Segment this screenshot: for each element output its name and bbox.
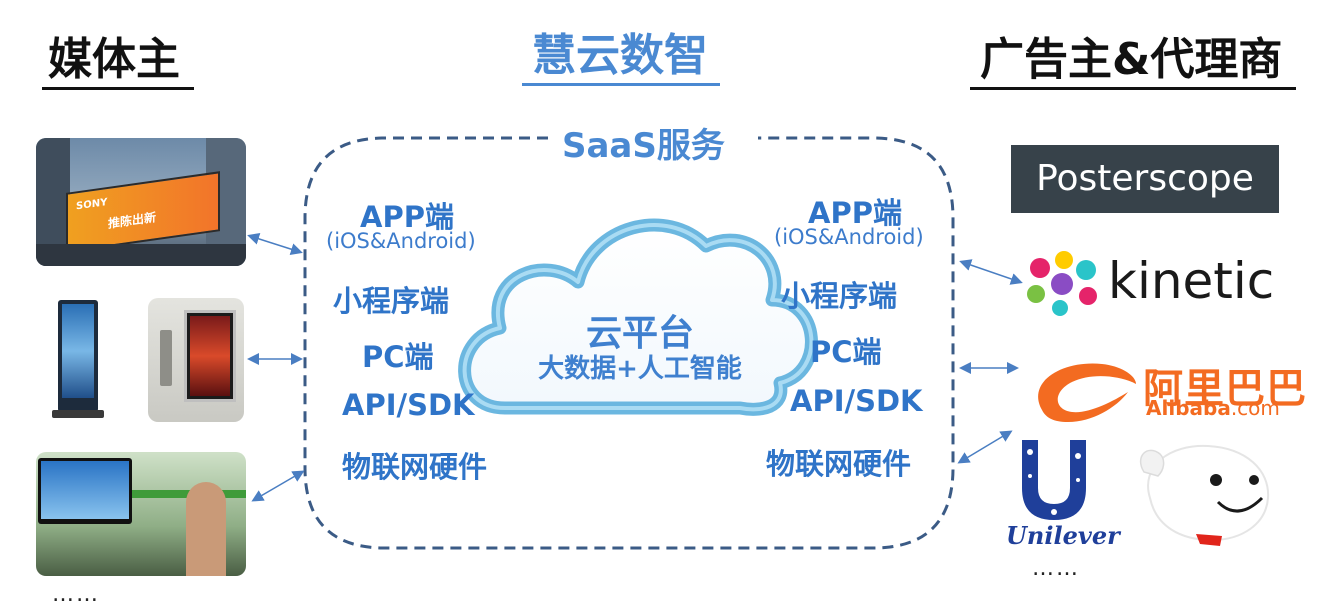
heading-underline <box>42 87 194 90</box>
kinetic-logo-icon <box>1027 251 1097 316</box>
arrow-left-1 <box>247 233 303 255</box>
media-owner-label: 媒体主 <box>48 34 180 85</box>
service-app-right: APP端 <box>808 196 902 230</box>
service-api-left: API/SDK <box>342 388 475 422</box>
bus-screen-photo <box>36 452 246 576</box>
billboard-brand: SONY <box>76 197 108 213</box>
kiosk-base <box>52 410 104 418</box>
media-owner-heading: 媒体主 <box>42 38 194 90</box>
street-level <box>36 244 246 266</box>
service-app-platforms-right: (iOS&Android) <box>774 225 924 249</box>
service-miniprogram-right: 小程序端 <box>781 279 898 313</box>
kinetic-logo-text: kinetic <box>1108 252 1275 310</box>
alibaba-name: Alibaba <box>1146 396 1231 420</box>
cloud-platform-title: 云平台 <box>585 313 694 354</box>
service-miniprogram-left: 小程序端 <box>333 284 450 318</box>
elevator-buttons <box>160 330 172 386</box>
kiosk-screen <box>62 304 94 398</box>
saas-title: SaaS服务 <box>562 126 725 166</box>
elevator-screen-photo <box>148 298 244 422</box>
kiosk-photo <box>40 298 114 422</box>
service-api-right: API/SDK <box>790 384 923 418</box>
service-pc-left: PC端 <box>362 340 434 374</box>
service-pc-right: PC端 <box>810 335 882 369</box>
kiosk-body <box>58 300 98 412</box>
alibaba-logo-icon <box>1038 363 1136 422</box>
elevator-ad <box>190 316 230 396</box>
advertiser-label: 广告主&代理商 <box>980 34 1283 85</box>
media-more: …… <box>52 582 100 607</box>
arrow-right-1 <box>959 259 1023 285</box>
bus-tv-screen <box>41 461 129 519</box>
elevator-display <box>184 310 236 402</box>
heading-underline <box>970 87 1297 90</box>
billboard-photo: SONY 推陈出新 <box>36 138 246 266</box>
arrow-left-3 <box>251 470 305 502</box>
arrow-right-3 <box>957 430 1013 464</box>
alibaba-logo-english: Alibaba.com <box>1146 396 1280 420</box>
posterscope-logo: Posterscope <box>1011 145 1279 213</box>
advertiser-heading: 广告主&代理商 <box>970 38 1297 90</box>
alibaba-logo-chinese: 阿里巴巴 <box>1143 366 1307 412</box>
bus-tv <box>38 458 132 524</box>
advertisers-more: …… <box>1032 556 1080 581</box>
passenger <box>186 482 226 576</box>
billboard-slogan: 推陈出新 <box>108 210 157 231</box>
unilever-logo-text: Unilever <box>1006 521 1120 550</box>
service-iot-left: 物联网硬件 <box>342 450 488 484</box>
cloud-platform-subtitle: 大数据+人工智能 <box>538 354 742 384</box>
alibaba-domain: .com <box>1230 396 1280 420</box>
heading-underline <box>522 83 720 86</box>
billboard-sign: SONY 推陈出新 <box>66 171 220 253</box>
brand-label: 慧云数智 <box>532 30 708 81</box>
brand-heading: 慧云数智 <box>522 34 720 86</box>
cloud-shape <box>458 218 818 416</box>
service-iot-right: 物联网硬件 <box>766 447 912 481</box>
service-app-platforms-left: (iOS&Android) <box>326 229 476 253</box>
unilever-logo-icon <box>1022 440 1086 520</box>
jd-dog-mascot <box>1139 444 1270 546</box>
service-app-left: APP端 <box>360 200 454 234</box>
